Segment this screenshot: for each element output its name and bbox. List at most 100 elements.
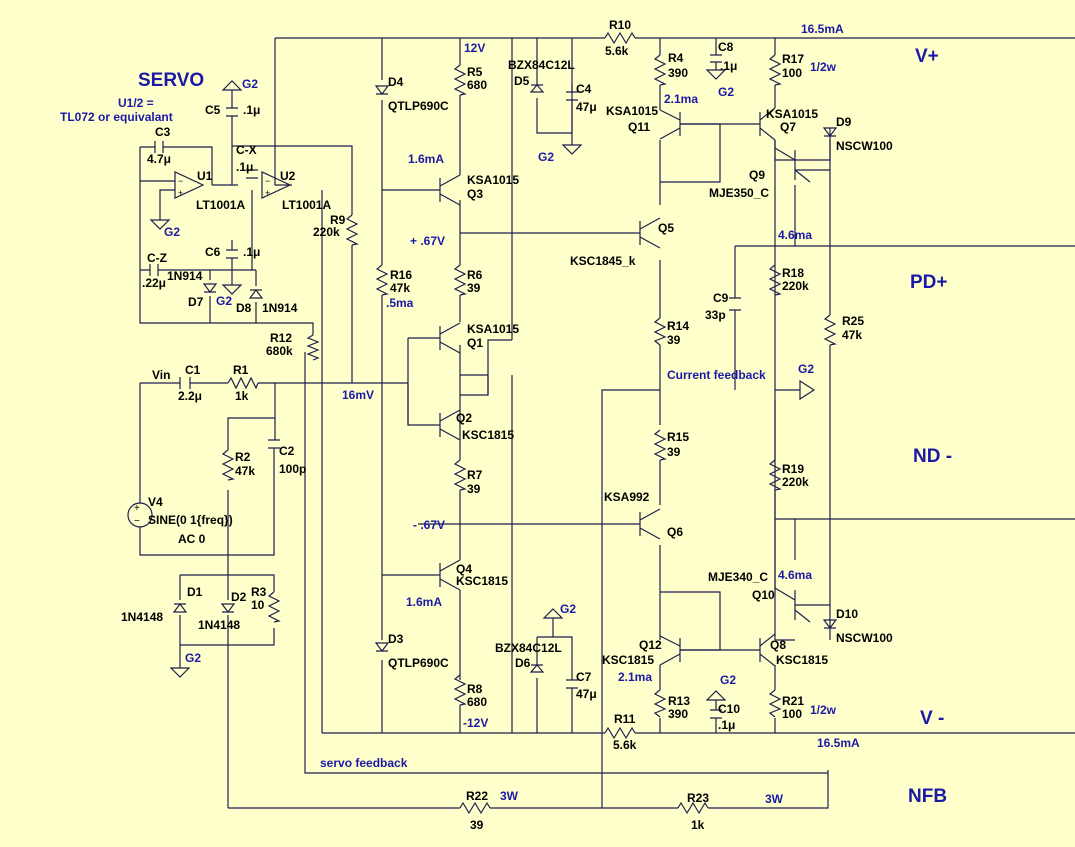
Q6-value: Q6	[667, 525, 683, 539]
Q6-name: KSA992	[604, 490, 650, 504]
Q1-name: KSA1015	[467, 322, 519, 336]
R10-value: 5.6k	[605, 44, 629, 58]
C3-value: 4.7μ	[147, 152, 171, 166]
R12-name: R12	[270, 331, 292, 345]
ground-icon	[561, 144, 583, 155]
R6-value: 39	[467, 281, 481, 295]
C1-name: C1	[185, 363, 201, 377]
U2-shape	[261, 171, 292, 199]
resistor-symbols	[221, 31, 837, 815]
R14-value: 39	[667, 333, 681, 347]
R16-name: R16	[390, 268, 412, 282]
label-12v: 12V	[464, 41, 485, 55]
D10-value: NSCW100	[836, 631, 893, 645]
CZ-shape	[149, 264, 159, 276]
D7-shape	[202, 283, 218, 293]
R13-shape	[653, 689, 667, 718]
Q8-name: Q8	[770, 638, 786, 652]
R21-name: R21	[782, 694, 804, 708]
Q11-name: KSA1015	[606, 104, 658, 118]
C10-name: C10	[718, 702, 740, 716]
servo-note-1: U1/2 =	[118, 96, 154, 110]
R9-value: 220k	[313, 225, 340, 239]
D6-value: BZX84C12L	[495, 641, 562, 655]
Q6-shape	[639, 508, 661, 540]
Q5-name: Q5	[658, 221, 674, 235]
C9-shape	[729, 297, 741, 311]
D3-value: QTLP690C	[388, 656, 449, 670]
V4-shape	[127, 502, 153, 528]
R11-value: 5.6k	[613, 738, 637, 752]
label-plus067: + .67V	[410, 234, 445, 248]
C6-shape	[226, 249, 238, 259]
R3-value: 10	[251, 598, 265, 612]
D3-shape	[374, 642, 390, 652]
Q2-shape	[439, 409, 461, 441]
R9-shape	[345, 214, 359, 246]
Q4-shape	[439, 559, 461, 591]
wires	[139, 37, 1075, 809]
D6-name: D6	[515, 656, 531, 670]
Q7-value: Q7	[780, 120, 796, 134]
Q3-shape	[439, 174, 461, 206]
label-halfw-bot: 1/2w	[810, 703, 837, 717]
Q1-shape	[439, 322, 461, 354]
R4-name: R4	[668, 51, 684, 65]
D7-name: D7	[188, 295, 204, 309]
R19-value: 220k	[782, 475, 809, 489]
text-labels: SERVO U1/2 = TL072 or equivalant V+ V - …	[60, 18, 952, 832]
D5-shape	[529, 84, 545, 93]
R2-shape	[221, 449, 235, 481]
Q8-value: KSC1815	[776, 653, 828, 667]
V4-plus: +	[134, 503, 140, 514]
ground-label: G2	[216, 294, 232, 308]
R25-name: R25	[842, 314, 864, 328]
Q9-name: Q9	[749, 168, 765, 182]
D3-name: D3	[388, 632, 404, 646]
Q10-shape	[774, 587, 811, 623]
C5-value: .1μ	[243, 103, 260, 117]
R15-value: 39	[667, 445, 681, 459]
R4-value: 390	[668, 66, 688, 80]
U1-name: U1	[197, 169, 213, 183]
C10-value: .1μ	[718, 718, 735, 732]
C5-shape	[226, 107, 238, 117]
ground-label: G2	[185, 651, 201, 665]
label-minus067: - .67V	[413, 518, 445, 532]
C2-name: C2	[279, 444, 295, 458]
R23-value: 1k	[691, 818, 705, 832]
U2-minus: −	[265, 176, 270, 186]
Q7-shape	[759, 107, 776, 141]
C7-name: C7	[576, 670, 592, 684]
ground-icon	[221, 284, 243, 295]
R6-name: R6	[467, 268, 483, 282]
Q11-value: Q11	[628, 120, 650, 134]
D1-name: D1	[187, 585, 203, 599]
Q11-shape	[659, 109, 681, 140]
label-3w-a: 3W	[500, 789, 519, 803]
ground-icon	[705, 69, 727, 80]
Q12-value: KSC1815	[602, 653, 654, 667]
label-1p6ma-bot: 1.6mA	[406, 595, 442, 609]
R8-name: R8	[467, 682, 483, 696]
label-minus12v: -12V	[463, 716, 488, 730]
C8-shape	[710, 54, 722, 63]
CZ-value: .22μ	[142, 276, 166, 290]
Q7-name: KSA1015	[766, 107, 818, 121]
ground-label: G2	[242, 77, 258, 91]
C9-name: C9	[713, 291, 729, 305]
Q10-type: MJE340_C	[708, 570, 768, 584]
ground-label: G2	[538, 150, 554, 164]
R7-value: 39	[467, 482, 481, 496]
ground-icon	[221, 80, 243, 91]
R10-shape	[604, 31, 636, 45]
R18-shape	[768, 264, 782, 296]
ground-icon	[542, 608, 564, 619]
V4-ac: AC 0	[178, 532, 206, 546]
R14-shape	[653, 317, 667, 346]
R23-shape	[677, 801, 709, 815]
R22-name: R22	[466, 789, 488, 803]
diode-symbols	[172, 84, 838, 673]
C5-name: C5	[205, 103, 221, 117]
R12-shape	[306, 334, 320, 361]
